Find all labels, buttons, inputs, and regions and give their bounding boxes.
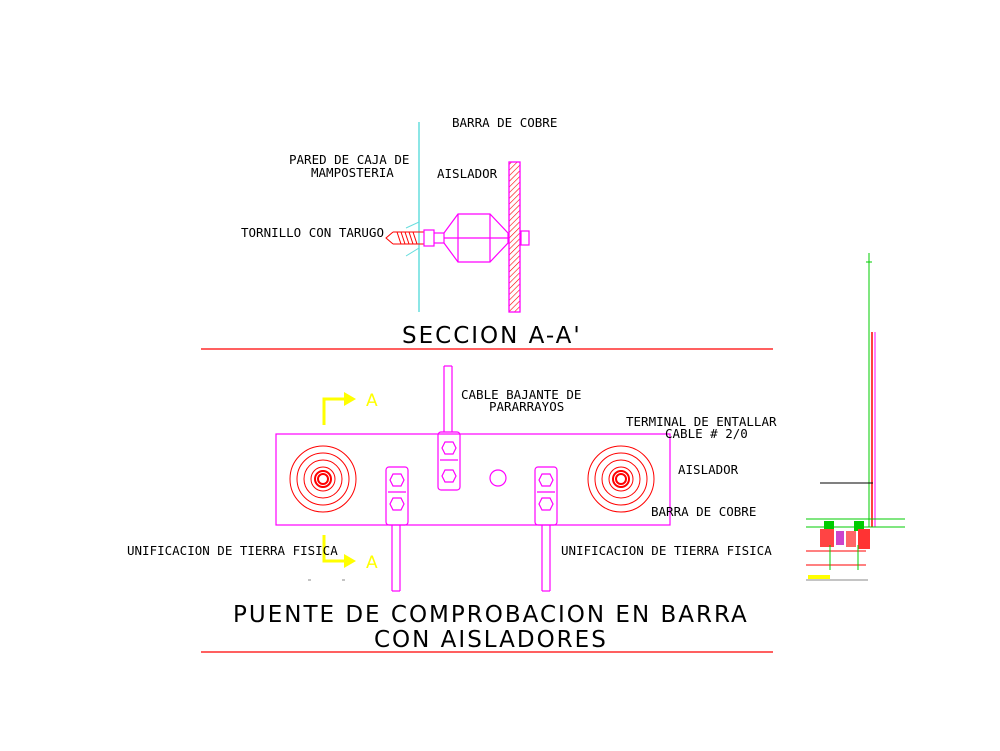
label-barra-cobre: BARRA DE COBRE <box>452 115 557 130</box>
section-marker-bottom: A <box>322 535 378 573</box>
section-marker-top: A <box>322 391 378 425</box>
screw-with-dowel <box>385 231 424 245</box>
label-tierra-right: UNIFICACION DE TIERRA FISICA <box>561 543 772 558</box>
svg-text:A: A <box>366 553 378 573</box>
wall-dowel-mark <box>405 221 420 257</box>
svg-text:A: A <box>366 391 378 411</box>
label-pared-line2: MAMPOSTERIA <box>311 165 394 180</box>
mini-elevation-view <box>806 253 905 581</box>
terminal-bottom-right <box>534 466 558 592</box>
label-terminal-line2: CABLE # 2/0 <box>665 426 748 441</box>
puente-plan-view: A A <box>127 365 777 653</box>
insulator-right <box>587 445 655 513</box>
insulator-left <box>289 445 357 513</box>
puente-title-line1: PUENTE DE COMPROBACION EN BARRA <box>233 602 749 628</box>
puente-title-line2: CON AISLADORES <box>374 627 608 653</box>
label-aislador: AISLADOR <box>437 166 498 181</box>
label-cable-line1: CABLE BAJANTE DE <box>461 387 581 402</box>
terminal-bottom-left <box>385 466 409 592</box>
label-terminal-line1: TERMINAL DE ENTALLAR <box>626 414 777 429</box>
copper-bar-plan <box>275 433 671 526</box>
label-cable-line2: PARARRAYOS <box>489 399 564 414</box>
terminal-top <box>437 365 461 491</box>
center-hole <box>489 469 507 487</box>
label-tierra-left: UNIFICACION DE TIERRA FISICA <box>127 543 338 558</box>
label-pared-line1: PARED DE CAJA DE <box>289 152 409 167</box>
copper-bar-section <box>508 161 521 313</box>
section-aa-title: SECCION A-A' <box>402 323 582 349</box>
section-aa-view: BARRA DE COBRE PARED DE CAJA DE MAMPOSTE… <box>201 115 773 350</box>
label-barra-cobre-plan: BARRA DE COBRE <box>651 504 756 519</box>
label-tornillo: TORNILLO CON TARUGO <box>241 225 384 240</box>
insulator-side <box>423 213 530 263</box>
label-aislador-plan: AISLADOR <box>678 462 739 477</box>
